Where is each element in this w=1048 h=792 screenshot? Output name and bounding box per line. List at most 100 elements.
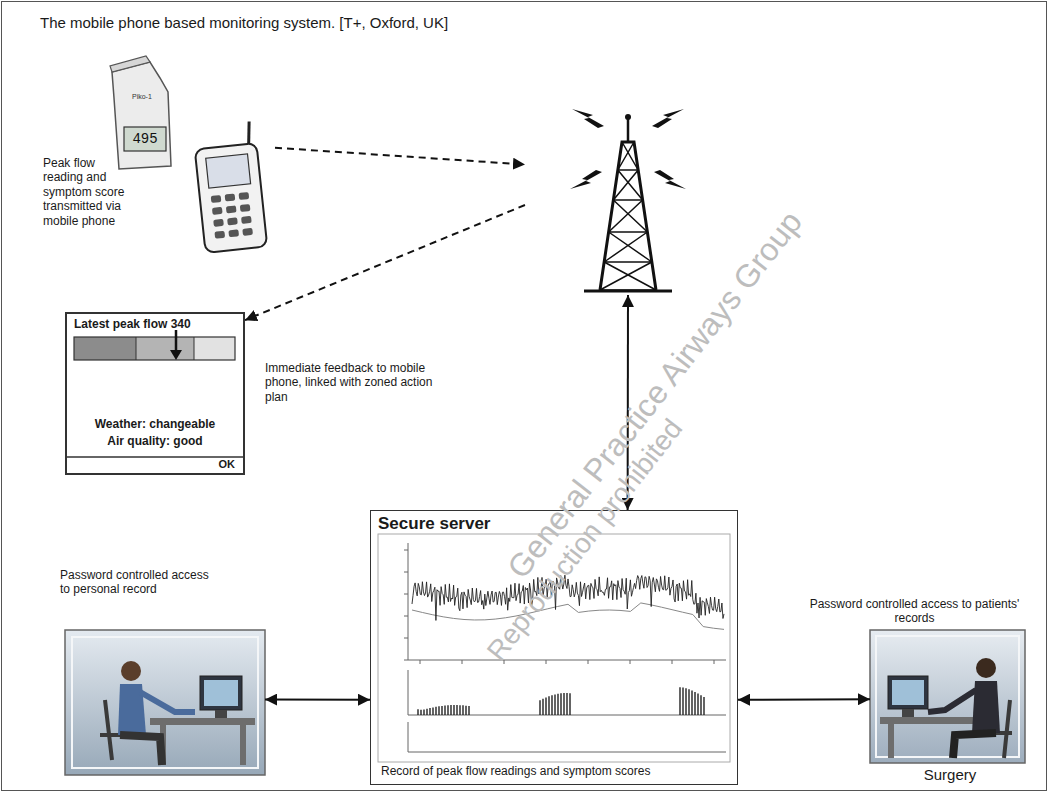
- symptom-bar: [545, 697, 546, 715]
- mast-brace: [618, 142, 638, 170]
- mast-brace: [609, 200, 648, 232]
- symptom-bar: [566, 693, 567, 715]
- axis-tick: [714, 660, 715, 664]
- transmitter-mast: [525, 70, 725, 295]
- symptom-bar: [703, 697, 704, 715]
- axis-tick: [404, 660, 408, 661]
- patient-station: Password controlled access to personal r…: [65, 630, 265, 775]
- symptom-bar: [691, 690, 692, 715]
- phone-key: [211, 195, 222, 203]
- connector-arrow: [245, 205, 525, 320]
- symptom-bar: [465, 706, 466, 715]
- node-text: Secure server: [378, 514, 678, 534]
- symptom-bar: [542, 699, 543, 715]
- axis-tick: [404, 594, 408, 595]
- symptom-bar: [441, 706, 442, 715]
- doctor-picture: [870, 630, 1025, 763]
- axis-tick: [630, 660, 631, 664]
- symptom-bar: [551, 695, 552, 715]
- symptom-bar: [438, 706, 439, 715]
- axis-tick: [420, 660, 421, 664]
- phone-key: [227, 217, 238, 225]
- phone-key: [242, 228, 253, 236]
- symptom-bar: [685, 688, 686, 715]
- connector-arrow: [265, 699, 370, 701]
- symptom-bar: [450, 705, 451, 715]
- node-text: Latest peak flow 340: [74, 317, 238, 331]
- axis-tick: [404, 550, 408, 551]
- label: Piko-1: [132, 93, 172, 101]
- node-text: Surgery: [900, 766, 1000, 784]
- mobile-phone: [192, 121, 267, 253]
- symptom-bar: [447, 705, 448, 715]
- node-text: Peak flow reading and symptom score tran…: [43, 156, 133, 228]
- symptom-bar: [426, 709, 427, 715]
- symptom-bar: [462, 705, 463, 715]
- node-text: Record of peak flow readings and symptom…: [381, 764, 727, 778]
- symptom-bar: [569, 693, 570, 715]
- mast-brace: [600, 262, 656, 290]
- symptom-bar: [417, 709, 418, 715]
- axis-tick: [404, 638, 408, 639]
- phone-key: [214, 231, 225, 239]
- phone-key: [239, 192, 250, 200]
- symptom-bar: [429, 708, 430, 715]
- symptom-bar: [554, 694, 555, 715]
- symptom-bar: [560, 693, 561, 715]
- symptom-bar: [688, 689, 689, 715]
- node-text: Password controlled access to patients' …: [802, 597, 1027, 626]
- symptom-bar: [700, 695, 701, 715]
- phone-key: [213, 219, 224, 227]
- label: Immediate feedback to mobile phone, link…: [265, 361, 443, 404]
- symptom-bar: [444, 706, 445, 715]
- symptom-bar: [697, 693, 698, 715]
- symptom-bar: [694, 692, 695, 715]
- symptom-bar: [423, 709, 424, 715]
- peak-flow-meter: [110, 56, 171, 169]
- symptom-bar: [432, 707, 433, 715]
- phone-key: [212, 207, 223, 215]
- symptom-bar: [453, 705, 454, 715]
- symptom-bar: [539, 700, 540, 715]
- peak-flow-line: [412, 575, 724, 620]
- connector-arrow: [275, 148, 525, 165]
- connector-arrow: [738, 698, 870, 701]
- phone-screen: Latest peak flow 340Weather: changeableA…: [65, 312, 245, 475]
- surgery-station: Password controlled access to patients' …: [870, 630, 1025, 763]
- phone-and-meter: Peak flow reading and symptom score tran…: [105, 60, 275, 255]
- watermark: Reproduction prohibited: [481, 413, 689, 667]
- axis-tick: [588, 660, 589, 664]
- symptom-bar: [459, 705, 460, 715]
- watermark: General Practice Airways Group: [500, 204, 809, 586]
- connector-arrow: [627, 295, 629, 510]
- node-text: OK: [177, 458, 235, 471]
- axis-tick: [546, 660, 547, 664]
- phone-key: [228, 229, 239, 237]
- peak-flow-chart: [378, 534, 730, 762]
- patient-picture: [65, 630, 265, 775]
- symptom-bar: [420, 710, 421, 715]
- symptom-bar: [563, 693, 564, 715]
- axis-tick: [672, 660, 673, 664]
- peak-flow-zone-bar: [65, 330, 245, 457]
- node-text: Weather: changeable: [67, 417, 243, 431]
- phone-key: [240, 204, 251, 212]
- symptom-bar: [468, 706, 469, 715]
- axis-tick: [404, 616, 408, 617]
- symptom-bar: [456, 705, 457, 715]
- node-text: Air quality: good: [67, 434, 243, 448]
- axis-tick: [504, 660, 505, 664]
- secure-server: Secure serverRecord of peak flow reading…: [370, 510, 738, 785]
- mast-brace: [604, 232, 652, 262]
- mast-brace: [613, 170, 642, 200]
- symptom-bar: [435, 707, 436, 715]
- axis-tick: [404, 572, 408, 573]
- phone-key: [241, 216, 252, 224]
- title: The mobile phone based monitoring system…: [40, 14, 448, 32]
- symptom-bar: [557, 694, 558, 715]
- node-text: Password controlled access to personal r…: [60, 568, 220, 597]
- axis-tick: [462, 660, 463, 664]
